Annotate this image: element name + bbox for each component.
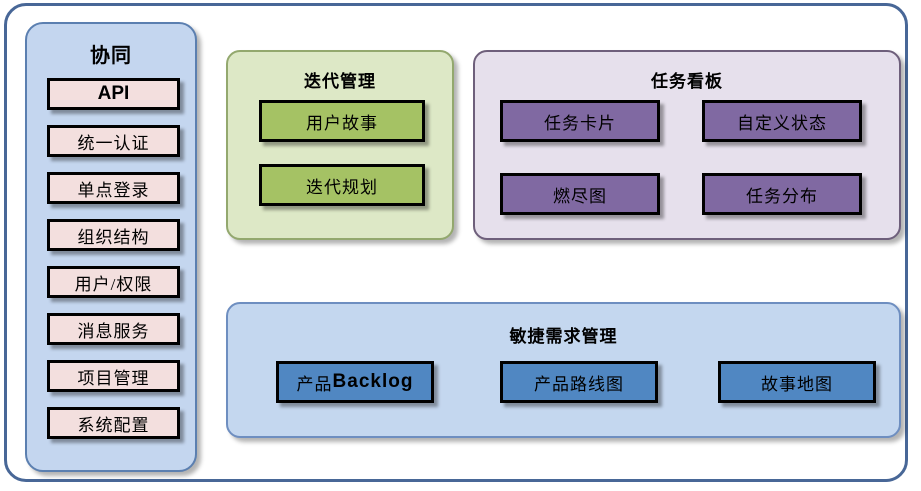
task-board-panel: 任务看板 任务卡片 自定义状态 燃尽图 任务分布 xyxy=(473,50,901,240)
taskboard-item-task-distribution[interactable]: 任务分布 xyxy=(702,173,862,215)
sidebar-item-api[interactable]: API xyxy=(47,78,180,110)
iteration-item-user-story[interactable]: 用户故事 xyxy=(259,100,425,142)
taskboard-item-task-card[interactable]: 任务卡片 xyxy=(500,100,660,142)
iteration-management-panel: 迭代管理 用户故事 迭代规划 xyxy=(226,50,454,240)
iteration-panel-title: 迭代管理 xyxy=(304,72,376,92)
sidebar-panel-title: 协同 xyxy=(90,43,132,67)
taskboard-item-burndown-chart[interactable]: 燃尽图 xyxy=(500,173,660,215)
sidebar-item-project-management[interactable]: 项目管理 xyxy=(47,360,180,392)
diagram-outer-frame: 协同 API 统一认证 单点登录 组织结构 用户/权限 消息服务 项目管理 系统… xyxy=(4,3,908,482)
agile-panel-title: 敏捷需求管理 xyxy=(509,327,618,347)
sidebar-item-system-config[interactable]: 系统配置 xyxy=(47,407,180,439)
agile-item-product-roadmap[interactable]: 产品路线图 xyxy=(500,361,658,403)
sidebar-item-single-sign-on[interactable]: 单点登录 xyxy=(47,172,180,204)
iteration-item-iteration-planning[interactable]: 迭代规划 xyxy=(259,164,425,206)
taskboard-item-custom-status[interactable]: 自定义状态 xyxy=(702,100,862,142)
task-board-panel-title: 任务看板 xyxy=(651,72,723,92)
agile-item-product-backlog-cjk: 产品 xyxy=(296,374,333,394)
agile-item-story-map[interactable]: 故事地图 xyxy=(718,361,876,403)
sidebar-panel-collaboration: 协同 API 统一认证 单点登录 组织结构 用户/权限 消息服务 项目管理 系统… xyxy=(25,22,197,472)
sidebar-item-org-structure[interactable]: 组织结构 xyxy=(47,219,180,251)
agile-item-product-backlog-latin: Backlog xyxy=(332,371,414,392)
sidebar-item-user-permission[interactable]: 用户/权限 xyxy=(47,266,180,298)
sidebar-item-message-service[interactable]: 消息服务 xyxy=(47,313,180,345)
sidebar-item-unified-auth[interactable]: 统一认证 xyxy=(47,125,180,157)
